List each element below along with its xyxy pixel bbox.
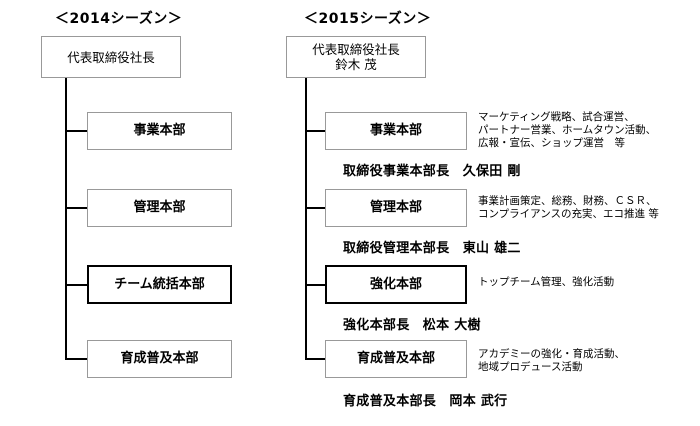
ceo-box-2014: 代表取締役社長 [41, 36, 181, 78]
branch-line-2014-4 [65, 358, 87, 360]
desc-line: マーケティング戦略、試合運営、 [478, 111, 635, 123]
division-box-2015-strength: 強化本部 [325, 265, 467, 304]
branch-line-2014-2 [65, 207, 87, 209]
desc-line: パートナー営業、ホームタウン活動、 [478, 124, 657, 136]
desc-line: 地域プロデュース活動 [478, 361, 583, 373]
division-box-2015-youth: 育成普及本部 [325, 340, 467, 378]
ceo-name-2015: 鈴木 茂 [335, 57, 377, 72]
division-box-2014-team: チーム統括本部 [87, 265, 232, 304]
ceo-title-2015: 代表取締役社長 [312, 42, 400, 57]
ceo-box-2015: 代表取締役社長 鈴木 茂 [286, 36, 426, 78]
branch-line-2014-1 [65, 130, 87, 132]
branch-line-2015-2 [305, 207, 325, 209]
desc-line: コンプライアンスの充実、エコ推進 等 [478, 208, 659, 220]
division-head-2015-strength: 強化本部長 松本 大樹 [343, 318, 481, 333]
season-2015-title: ＜2015シーズン＞ [304, 11, 432, 27]
branch-line-2015-4 [305, 358, 325, 360]
division-box-2014-business: 事業本部 [87, 112, 232, 150]
desc-line: 事業計画策定、総務、財務、ＣＳＲ、 [478, 195, 657, 207]
season-2014-title: ＜2014シーズン＞ [55, 11, 183, 27]
division-box-2015-admin: 管理本部 [325, 189, 467, 227]
trunk-line-2014 [65, 78, 67, 360]
division-desc-2015-youth: アカデミーの強化・育成活動、 地域プロデュース活動 [478, 348, 625, 374]
division-desc-2015-business: マーケティング戦略、試合運営、 パートナー営業、ホームタウン活動、 広報・宣伝、… [478, 111, 656, 150]
branch-line-2014-3 [65, 284, 87, 286]
branch-line-2015-3 [305, 284, 325, 286]
branch-line-2015-1 [305, 130, 325, 132]
division-head-2015-youth: 育成普及本部長 岡本 武行 [343, 394, 508, 409]
desc-line: 広報・宣伝、ショップ運営 等 [478, 137, 625, 149]
division-head-2015-admin: 取締役管理本部長 東山 雄二 [343, 241, 521, 256]
desc-line: アカデミーの強化・育成活動、 [478, 348, 625, 360]
division-box-2014-admin: 管理本部 [87, 189, 232, 227]
division-desc-2015-strength: トップチーム管理、強化活動 [478, 276, 614, 289]
division-box-2014-youth: 育成普及本部 [87, 340, 232, 378]
division-box-2015-business: 事業本部 [325, 112, 467, 150]
trunk-line-2015 [305, 78, 307, 360]
division-desc-2015-admin: 事業計画策定、総務、財務、ＣＳＲ、 コンプライアンスの充実、エコ推進 等 [478, 195, 659, 221]
division-head-2015-business: 取締役事業本部長 久保田 剛 [343, 164, 521, 179]
desc-line: トップチーム管理、強化活動 [478, 276, 615, 288]
